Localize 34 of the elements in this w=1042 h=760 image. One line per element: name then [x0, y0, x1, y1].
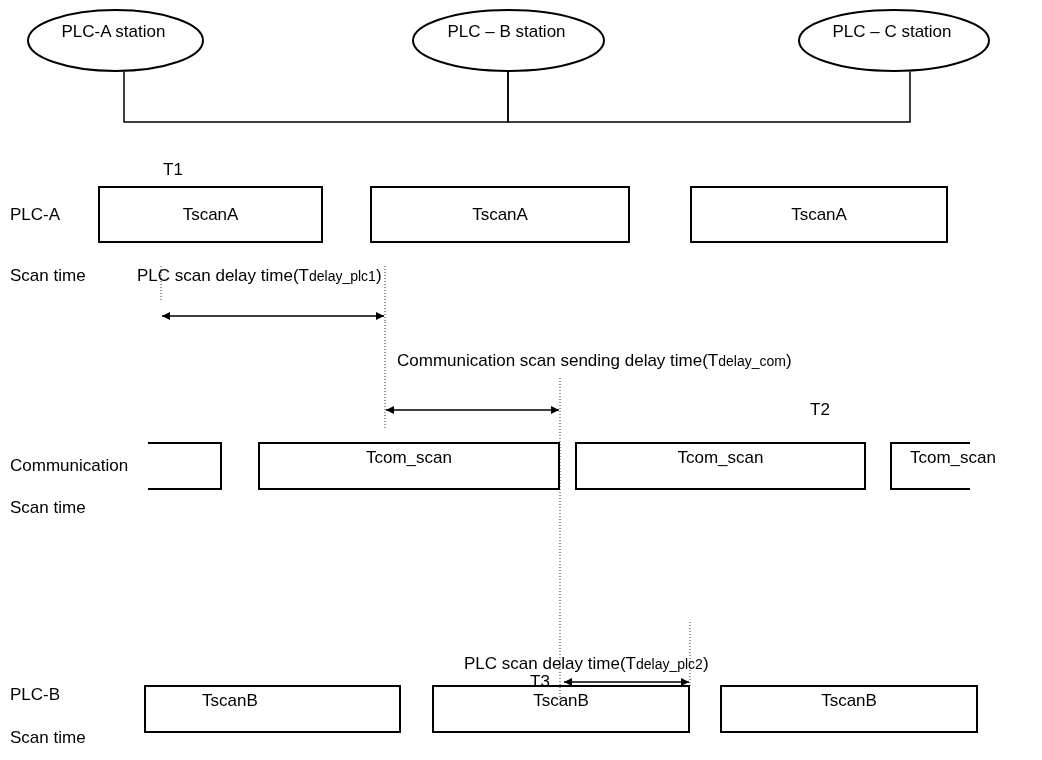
- box-label: Tcom_scan: [366, 448, 452, 468]
- box-label: PLC – C station: [832, 21, 952, 42]
- text-label: PLC-A: [10, 205, 61, 225]
- box-label: TscanA: [182, 204, 239, 225]
- text-label: Scan time: [10, 266, 86, 286]
- text-label: Communication: [10, 456, 129, 476]
- scan-time-box: [144, 685, 401, 733]
- text-label: Scan time: [10, 728, 86, 748]
- station-ellipse: [412, 9, 605, 72]
- time-point-label: T1: [163, 160, 183, 180]
- bus-line: [123, 70, 509, 123]
- scan-time-box: [370, 186, 630, 243]
- box-label: TscanA: [791, 204, 847, 225]
- box-label: TscanB: [202, 691, 258, 711]
- scan-time-box: [575, 442, 866, 490]
- scan-time-box: [258, 442, 560, 490]
- text-label: PLC-B: [10, 685, 61, 705]
- text-label: Scan time: [10, 498, 86, 518]
- scan-time-box: [720, 685, 978, 733]
- box-label: TscanA: [472, 204, 528, 225]
- text-label: T2: [810, 400, 830, 420]
- box-label: TscanB: [821, 691, 877, 711]
- box-label: PLC – B station: [447, 21, 566, 42]
- scan-time-box: [690, 186, 948, 243]
- scan-time-box: [432, 685, 690, 733]
- box-label: Tcom_scan: [910, 448, 996, 468]
- box-label: TscanB: [533, 691, 589, 711]
- scan-time-box: [148, 442, 222, 490]
- box-label: Tcom_scan: [677, 448, 764, 468]
- station-ellipse: [27, 9, 204, 72]
- bus-line: [507, 70, 911, 123]
- box-label: PLC-A station: [61, 21, 166, 42]
- station-ellipse: [798, 9, 990, 72]
- scan-time-box: [98, 186, 323, 243]
